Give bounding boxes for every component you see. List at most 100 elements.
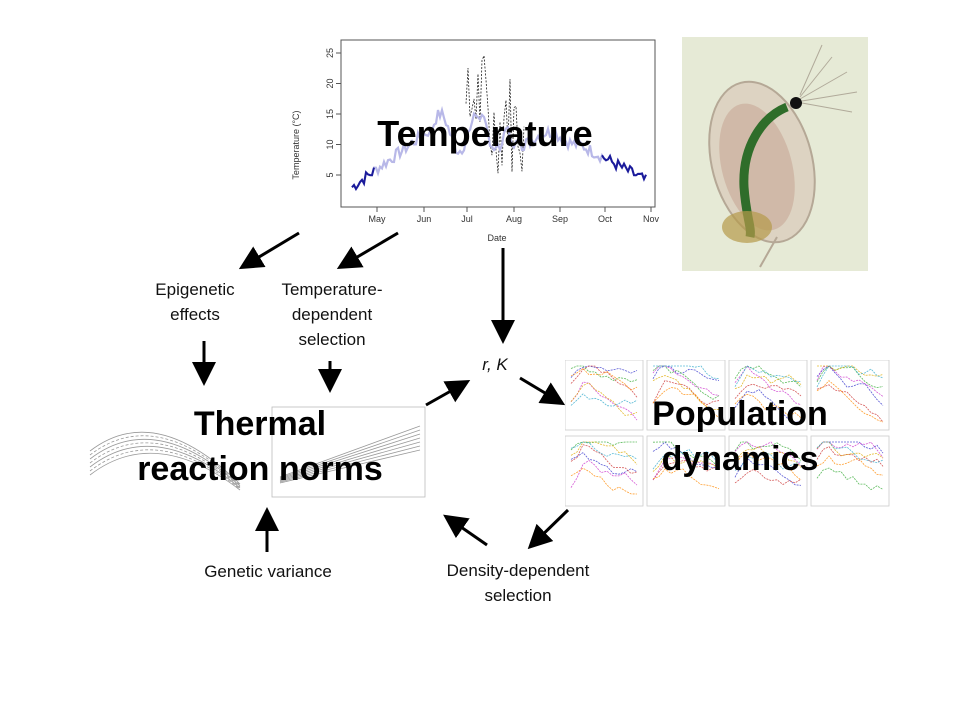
- population-series: [816, 441, 884, 464]
- population-series: [734, 441, 802, 466]
- x-axis-label: Date: [487, 233, 506, 243]
- measured-temperature-spring: [351, 167, 375, 191]
- population-series: [570, 381, 638, 421]
- population-series: [734, 469, 802, 486]
- population-panel: [728, 435, 808, 507]
- y-tick-label: 20: [325, 78, 335, 88]
- population-series: [734, 389, 801, 423]
- antennae-icon: [799, 44, 858, 113]
- norm-curve: [89, 442, 241, 488]
- population-series: [570, 441, 638, 460]
- population-series: [652, 365, 720, 396]
- population-series: [570, 382, 638, 416]
- population-series: [570, 441, 638, 465]
- plot-frame: [340, 39, 656, 208]
- population-series: [816, 446, 884, 467]
- population-panel: [646, 360, 726, 431]
- norm-curve: [89, 431, 241, 485]
- arrow-temp-to-epigenetic: [238, 231, 300, 270]
- population-series: [734, 457, 802, 486]
- population-series: [734, 451, 802, 471]
- reaction-norm-plots: [89, 406, 426, 498]
- population-series: [734, 365, 802, 387]
- y-tick-label: 25: [325, 48, 335, 58]
- norm-line: [279, 437, 421, 481]
- population-series: [817, 365, 884, 377]
- norm-line: [279, 445, 421, 483]
- population-series: [652, 365, 720, 381]
- population-series: [816, 467, 884, 491]
- population-panel: [565, 360, 644, 431]
- population-panel: [810, 435, 890, 507]
- population-series: [570, 393, 638, 407]
- x-tick-label: Sep: [552, 214, 568, 224]
- population-series: [734, 365, 802, 388]
- population-panel: [646, 435, 726, 507]
- y-tick-label: 15: [325, 109, 335, 119]
- norm-line: [279, 449, 421, 484]
- x-tick-label: Jul: [461, 214, 473, 224]
- mean-temperature-series: [351, 105, 647, 192]
- population-series: [652, 455, 720, 472]
- population-series: [652, 441, 720, 469]
- r-k-label: r, K: [482, 355, 508, 374]
- population-series: [734, 374, 802, 390]
- x-tick-label: Jun: [417, 214, 432, 224]
- arrow-rk-to-population: [519, 376, 566, 406]
- temperature-heading: Temperature: [377, 113, 593, 154]
- population-series: [816, 365, 884, 388]
- norm-line: [279, 433, 421, 480]
- population-series: [652, 456, 720, 481]
- population-series: [734, 451, 802, 481]
- population-panel: [810, 360, 890, 431]
- population-series: [816, 441, 884, 458]
- population-series: [570, 367, 638, 391]
- norm-curve: [89, 452, 241, 491]
- arrow-population-to-density: [527, 508, 570, 550]
- genetic-variance-label: Genetic variance: [204, 562, 332, 581]
- population-panel: [565, 435, 644, 507]
- y-axis-label: Temperature (°C): [291, 110, 301, 179]
- population-series: [652, 448, 720, 470]
- population-series: [570, 452, 638, 475]
- arrow-temp-to-selection: [336, 231, 399, 270]
- population-series: [734, 393, 802, 419]
- population-panel: [728, 360, 808, 431]
- population-series: [816, 384, 884, 423]
- population-series: [653, 365, 720, 380]
- population-series: [570, 444, 638, 474]
- population-series: [652, 375, 720, 411]
- y-tick-label: 10: [325, 139, 335, 149]
- norm-line: [279, 425, 421, 478]
- norm-curve: [89, 439, 241, 487]
- population-series: [652, 468, 720, 490]
- population-series: [570, 365, 638, 398]
- population-series: [652, 387, 720, 418]
- population-series: [570, 365, 638, 383]
- population-series: [652, 441, 720, 469]
- norm-curve: [89, 445, 241, 489]
- x-tick-label: Nov: [643, 214, 660, 224]
- reaction-norm-lines: [89, 425, 421, 491]
- population-series: [570, 467, 638, 495]
- population-dynamics-panels: [565, 360, 890, 507]
- measured-temperature-autumn: [601, 153, 647, 182]
- population-series: [734, 441, 802, 461]
- eye-icon: [790, 97, 802, 109]
- norm-line: [279, 441, 421, 482]
- x-tick-label: May: [368, 214, 386, 224]
- arrow-density-to-norms: [443, 514, 488, 547]
- population-series: [570, 365, 638, 378]
- x-tick-label: Aug: [506, 214, 522, 224]
- norm-curve: [89, 449, 241, 490]
- max-temperature-series: [465, 55, 525, 174]
- arrow-norms-to-rk: [425, 380, 471, 407]
